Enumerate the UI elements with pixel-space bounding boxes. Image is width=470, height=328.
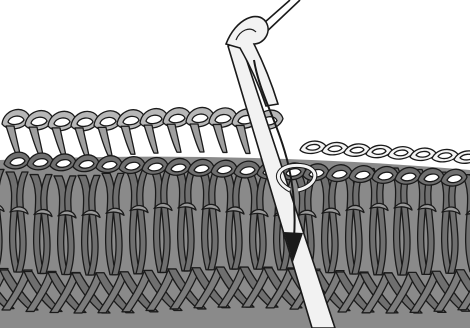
light-stitch-leg	[121, 126, 135, 154]
light-stitch-leg	[167, 124, 181, 152]
light-stitch-leg	[98, 127, 112, 155]
light-stitch-leg	[29, 127, 43, 155]
light-stitch-leg	[236, 125, 250, 153]
light-stitch-leg	[6, 126, 20, 154]
top-light-row	[2, 107, 283, 155]
light-stitch-leg	[213, 124, 227, 152]
light-stitch-leg	[75, 128, 89, 156]
new-yarn-row	[300, 141, 470, 163]
light-stitch-leg	[190, 124, 204, 152]
light-stitch-leg	[144, 125, 158, 153]
light-stitch-leg	[52, 128, 66, 156]
